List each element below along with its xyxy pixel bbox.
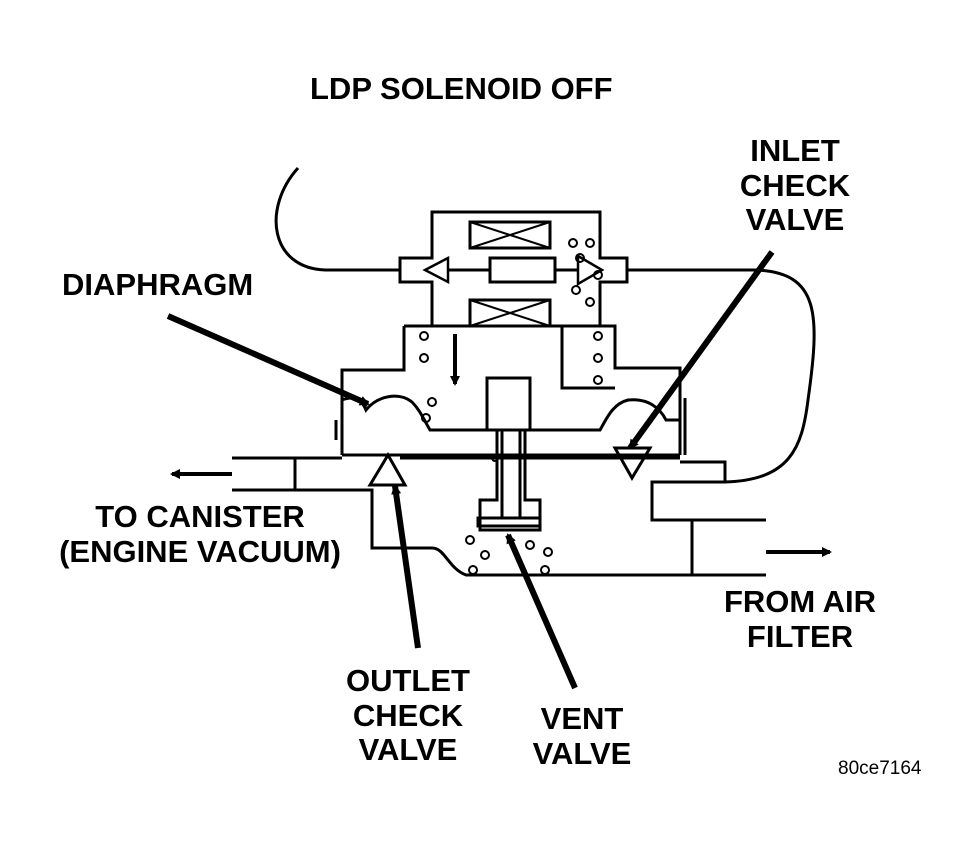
outlet-check-valve [367, 452, 408, 487]
to-canister-label: TO CANISTER (ENGINE VACUUM) [30, 499, 370, 569]
right-channel [650, 460, 766, 577]
label-line: CHECK [739, 167, 851, 203]
solenoid-plunger [488, 256, 557, 284]
outlet-check-valve-label: OUTLET CHECK VALVE [318, 663, 498, 768]
port-circles [419, 238, 603, 575]
spring-housing [560, 326, 615, 390]
left-hollow-arrow [422, 255, 450, 285]
stem-guide [485, 376, 532, 432]
diaphragm-label: DIAPHRAGM [62, 267, 254, 302]
vent-valve-stem [478, 430, 542, 532]
vent-valve-seat [476, 516, 542, 528]
label-line: VENT [540, 701, 624, 736]
figure-id: 80ce7164 [838, 758, 922, 779]
label-line: FILTER [746, 618, 854, 654]
label-line: (ENGINE VACUUM) [59, 533, 341, 569]
inlet-pointer [627, 250, 775, 450]
inlet-check-valve [612, 446, 653, 481]
upper-coil [468, 220, 552, 250]
right-hollow-arrow [576, 253, 605, 287]
label-line: OUTLET [346, 663, 470, 698]
label-line: INLET [750, 133, 840, 168]
label-line: TO CANISTER [95, 499, 305, 534]
outlet-pointer [391, 484, 421, 649]
inlet-check-valve-label: INLET CHECK VALVE [700, 133, 890, 238]
label-line: VALVE [745, 202, 845, 238]
from-air-filter-label: FROM AIR FILTER [700, 584, 900, 654]
label-line: VALVE [532, 735, 632, 771]
label-line: FROM AIR [723, 584, 877, 619]
pump-upper-body [340, 324, 682, 455]
lower-coil-cross [469, 299, 551, 327]
diaphragm-clamp [334, 398, 687, 455]
diagram-title: LDP SOLENOID OFF [310, 71, 613, 106]
vacuum-hose-right [627, 268, 816, 484]
left-channel [232, 456, 690, 577]
vent-valve-label: VENT VALVE [512, 701, 652, 771]
label-line: VALVE [358, 732, 458, 768]
vent-pointer [505, 533, 578, 690]
diaphragm-pointer [166, 313, 370, 407]
upper-coil-cross [469, 221, 551, 249]
vacuum-hose-left [274, 166, 400, 272]
solenoid-housing [398, 210, 629, 328]
label-line: CHECK [352, 697, 464, 733]
